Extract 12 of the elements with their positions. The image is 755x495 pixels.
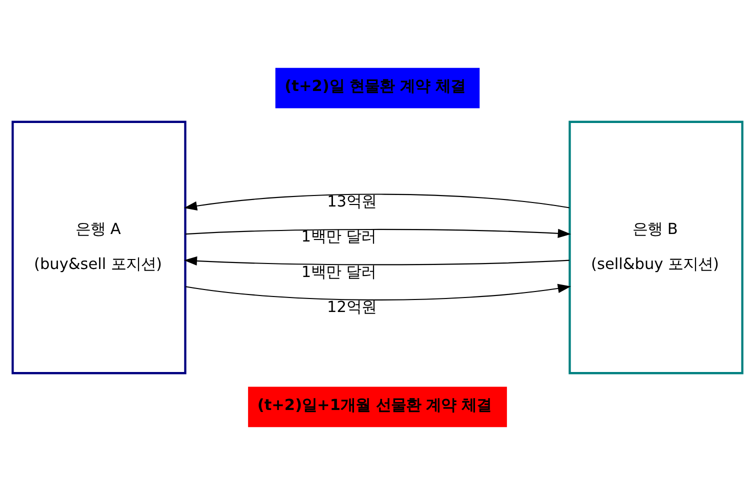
arrow [185, 284, 571, 300]
node-box: (t+2)일 현물환 계약 체결 [275, 68, 480, 108]
edge-label: 1백만 달러 [301, 262, 376, 281]
edge-label: 1백만 달러 [301, 228, 376, 246]
arrow [184, 194, 570, 210]
edge-label: 12억원 [326, 298, 376, 316]
node-box: 은행 B (sell&buy 포지션) [568, 120, 744, 374]
node-box: (t+2)일+1개월 선물환 계약 체결 [248, 386, 507, 428]
arrow [184, 256, 570, 266]
edge-label: 13억원 [327, 192, 377, 210]
arrow [186, 228, 571, 238]
node-box: 은행 A (buy&sell 포지션) [12, 120, 186, 374]
